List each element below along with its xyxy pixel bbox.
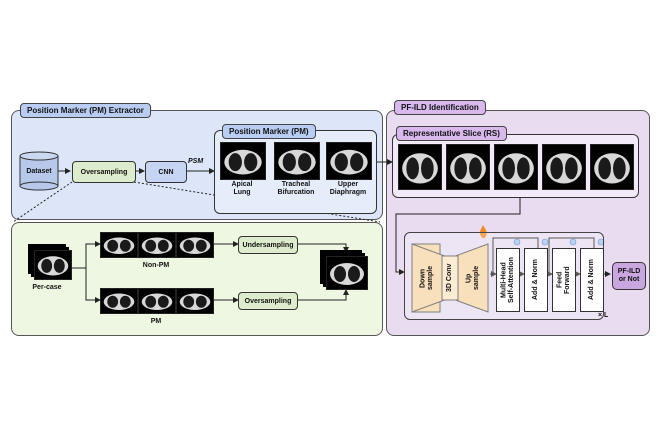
ct-stack-per-case [34, 250, 72, 280]
frozen-snowflake-icon [541, 238, 549, 246]
ct-body-outline [224, 149, 262, 175]
per-case-label: Per-case [32, 284, 62, 291]
pm-label: PM [150, 318, 162, 325]
dataset-cylinder-icon [19, 151, 59, 191]
times-l-label: × L [598, 312, 609, 319]
ct-body-outline [179, 237, 211, 254]
pm-extractor-title: Position Marker (PM) Extractor [20, 103, 151, 118]
ct-body-outline [278, 149, 316, 175]
ct-body-outline [498, 153, 534, 184]
pm-label-tracheal: Tracheal Bifurcation [277, 181, 315, 197]
ct-pm-1 [100, 288, 138, 314]
ct-body-outline [141, 237, 173, 254]
ct-pm-2 [138, 288, 176, 314]
ct-rs-4 [542, 144, 586, 190]
ct-rs-2 [446, 144, 490, 190]
ct-non-pm-1 [100, 232, 138, 258]
pm-label-diaphragm: Upper Diaphragm [329, 181, 367, 197]
ct-rs-3 [494, 144, 538, 190]
down-sample-label: Down sample [419, 265, 434, 291]
add-norm-1-box: Add & Norm [524, 248, 548, 312]
ct-rs-5 [590, 144, 634, 190]
ct-upper-diaphragm [326, 142, 372, 180]
ct-rs-1 [398, 144, 442, 190]
ct-apical-lung [220, 142, 266, 180]
frozen-snowflake-icon [569, 238, 577, 246]
ct-tracheal-bifurcation [274, 142, 320, 180]
oversampling-box: Oversampling [72, 161, 136, 183]
ct-body-outline [450, 153, 486, 184]
ct-stack-balanced [326, 256, 368, 290]
ct-body-outline [103, 237, 135, 254]
frozen-snowflake-icon [597, 238, 605, 246]
ct-body-outline [141, 293, 173, 310]
pfild-title: PF-ILD Identification [394, 100, 486, 115]
feed-forward-box: Feed Forward [552, 248, 576, 312]
ct-body-outline [594, 153, 630, 184]
rs-title: Representative Slice (RS) [396, 126, 507, 141]
ct-body-outline [103, 293, 135, 310]
ct-body-outline [546, 153, 582, 184]
pm-box-title: Position Marker (PM) [222, 124, 316, 139]
frozen-snowflake-icon [513, 238, 521, 246]
dataset-label: Dataset [26, 168, 52, 175]
non-pm-label: Non-PM [142, 262, 170, 269]
ct-pm-3 [176, 288, 214, 314]
ct-body-outline [330, 149, 368, 175]
encoder-decoder-block-icon [411, 243, 489, 313]
up-sample-label: Up sample [465, 265, 480, 291]
ct-body-outline [37, 256, 69, 276]
pm-label-apical: Apical Lung [231, 181, 253, 197]
ct-body-outline [330, 263, 364, 285]
cnn-box: CNN [145, 161, 187, 183]
ct-non-pm-3 [176, 232, 214, 258]
psm-label: PSM [188, 158, 204, 165]
add-norm-2-box: Add & Norm [580, 248, 604, 312]
conv3d-label: 3D Conv [446, 263, 454, 293]
ct-non-pm-2 [138, 232, 176, 258]
ct-body-outline [402, 153, 438, 184]
output-box: PF-ILD or Not [612, 262, 646, 290]
trainable-fire-icon [479, 225, 487, 239]
ct-body-outline [179, 293, 211, 310]
undersampling-box: Undersampling [238, 236, 298, 254]
oversampling-box-2: Oversampling [238, 292, 298, 310]
mhsa-box: Multi-Head Self-Attention [496, 248, 520, 312]
